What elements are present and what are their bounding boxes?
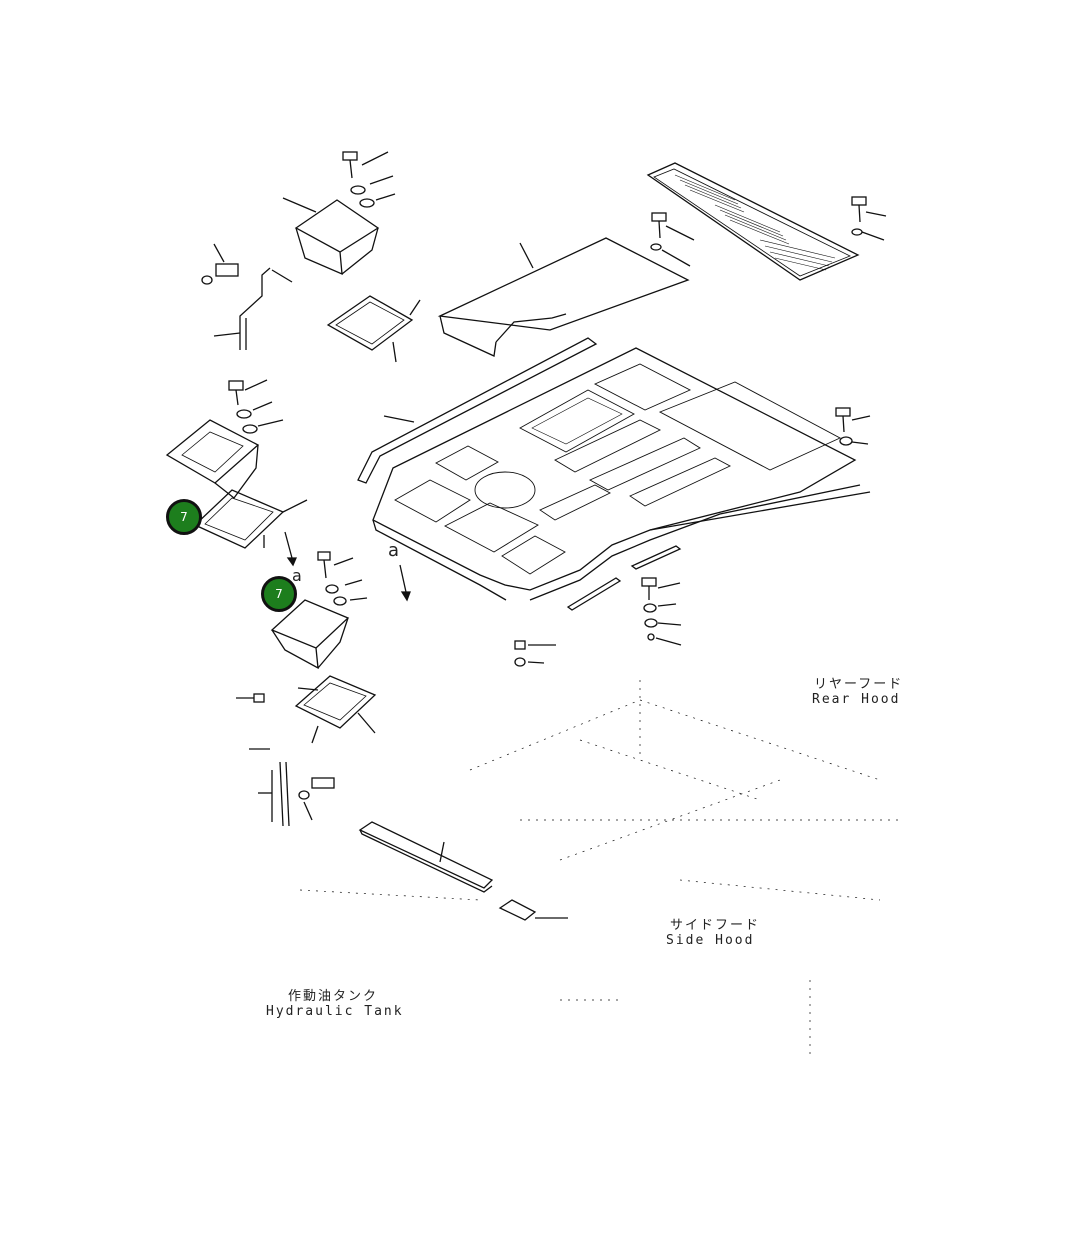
side-hood-label-en: Side Hood: [666, 933, 755, 948]
view-marker-a-main: a: [388, 540, 400, 561]
inspection-cover-left: [165, 379, 284, 499]
bolt-stack-top: [342, 151, 396, 208]
view-marker-a-small: a: [292, 566, 302, 585]
rear-hood-label-jp: リヤーフード: [814, 677, 904, 692]
lower-rail: [358, 821, 568, 921]
long-seal-strip: [357, 337, 598, 484]
rear-hood-label-en: Rear Hood: [812, 692, 901, 707]
main-floor-plate: [372, 347, 871, 601]
bolt-stack-center: [514, 577, 682, 667]
upper-flat-panel: [437, 237, 690, 357]
view-arrow: [399, 564, 411, 602]
grille-panel: [646, 162, 860, 281]
hydraulic-tank-label-en: Hydraulic Tank: [266, 1004, 404, 1019]
gasket-plate-left: [193, 489, 308, 567]
side-hood-label-jp: サイドフード: [670, 918, 761, 933]
background-frame-faint: [299, 680, 900, 1060]
cover-box-lower: [270, 551, 368, 670]
rod-bracket: [201, 243, 293, 350]
rod-lower: [236, 693, 335, 827]
gasket-plate-top: [326, 295, 421, 363]
small-strips: [566, 545, 682, 611]
gasket-plate-lower: [294, 675, 377, 744]
hydraulic-tank-label-jp: 作動油タンク: [288, 989, 379, 1004]
bolt-stack-right: [650, 196, 887, 446]
top-cover-box: [282, 197, 380, 276]
callout-7-upper[interactable]: 7: [166, 499, 202, 535]
callout-7-lower[interactable]: 7: [261, 576, 297, 612]
